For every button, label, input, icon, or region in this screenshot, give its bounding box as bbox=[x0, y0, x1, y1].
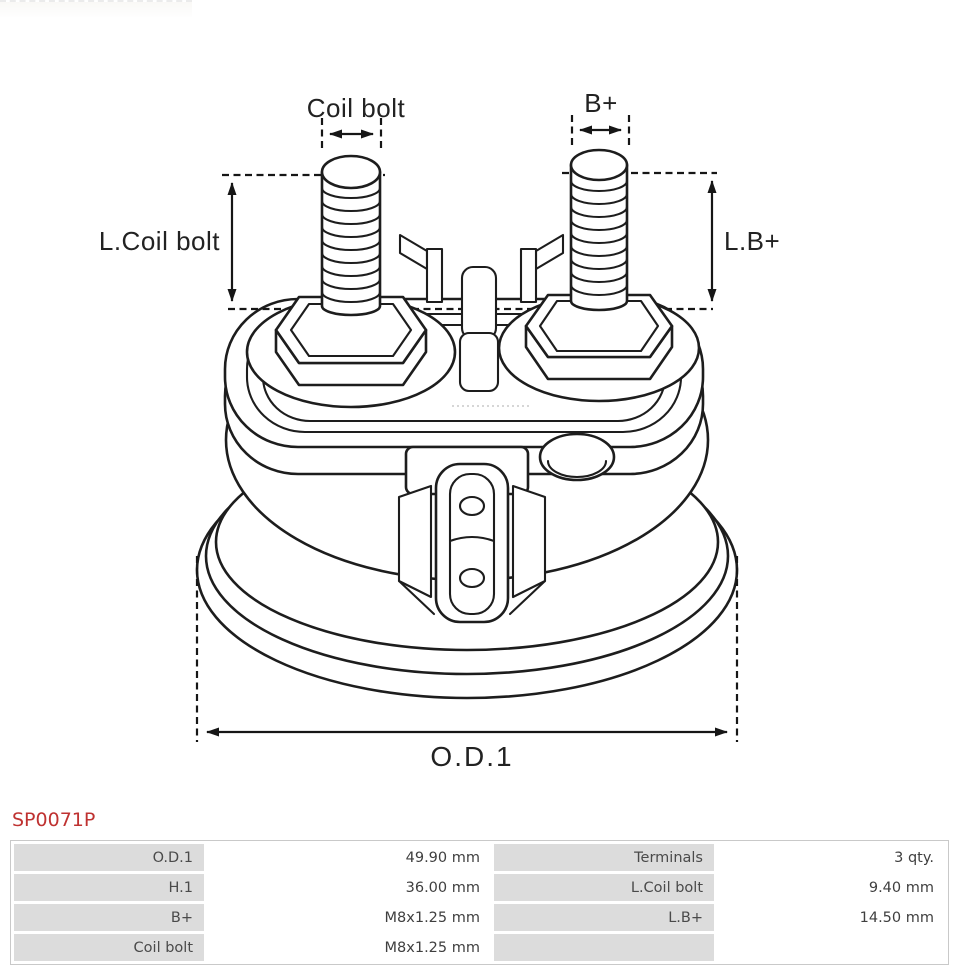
spec-label-coil-bolt: Coil bolt bbox=[14, 934, 204, 961]
center-tabs bbox=[398, 233, 565, 304]
spec-value-l-b-plus: 14.50 mm bbox=[717, 904, 945, 931]
b-plus-stud bbox=[569, 148, 629, 312]
spec-value-terminals: 3 qty. bbox=[717, 844, 945, 871]
center-terminal-post bbox=[458, 265, 500, 393]
spec-table: O.D.1 49.90 mm Terminals 3 qty. H.1 36.0… bbox=[10, 840, 949, 965]
spec-label-b-plus: B+ bbox=[14, 904, 204, 931]
spec-label-h1: H.1 bbox=[14, 874, 204, 901]
b-plus-label: B+ bbox=[584, 88, 618, 118]
cropped-corner-artifact bbox=[0, 0, 192, 18]
spec-label-l-b-plus: L.B+ bbox=[494, 904, 714, 931]
spec-row-4: Coil bolt M8x1.25 mm bbox=[14, 934, 945, 961]
spec-value-empty bbox=[717, 934, 945, 961]
spec-value-l-coil-bolt: 9.40 mm bbox=[717, 874, 945, 901]
spec-value-od1: 49.90 mm bbox=[207, 844, 491, 871]
spec-row-3: B+ M8x1.25 mm L.B+ 14.50 mm bbox=[14, 904, 945, 931]
part-number: SP0071P bbox=[12, 809, 96, 831]
coil-bolt-nut bbox=[274, 295, 428, 387]
dim-b-plus-diameter: B+ bbox=[570, 88, 631, 148]
spec-row-2: H.1 36.00 mm L.Coil bolt 9.40 mm bbox=[14, 874, 945, 901]
coil-bolt-stud bbox=[320, 154, 382, 317]
spec-value-coil-bolt: M8x1.25 mm bbox=[207, 934, 491, 961]
oval-hole bbox=[538, 432, 616, 482]
l-coil-bolt-label: L.Coil bolt bbox=[99, 226, 220, 256]
spec-label-empty bbox=[494, 934, 714, 961]
spec-row-1: O.D.1 49.90 mm Terminals 3 qty. bbox=[14, 844, 945, 871]
dim-od1: O.D.1 bbox=[195, 556, 739, 772]
l-b-plus-label: L.B+ bbox=[724, 226, 780, 256]
spec-label-od1: O.D.1 bbox=[14, 844, 204, 871]
spec-value-b-plus: M8x1.25 mm bbox=[207, 904, 491, 931]
dim-l-coil-bolt: L.Coil bolt bbox=[99, 182, 237, 302]
spec-label-terminals: Terminals bbox=[494, 844, 714, 871]
solenoid-cap-technical-drawing: Coil bolt B+ L.Coil bolt L.B+ O.D.1 bbox=[99, 88, 780, 772]
od1-label: O.D.1 bbox=[430, 741, 513, 772]
spec-label-l-coil-bolt: L.Coil bolt bbox=[494, 874, 714, 901]
dim-l-b-plus: L.B+ bbox=[707, 180, 780, 302]
dim-coil-bolt-diameter: Coil bolt bbox=[307, 93, 406, 152]
b-plus-nut bbox=[524, 293, 674, 381]
spec-value-h1: 36.00 mm bbox=[207, 874, 491, 901]
front-bracket bbox=[397, 445, 547, 624]
coil-bolt-label: Coil bolt bbox=[307, 93, 406, 123]
